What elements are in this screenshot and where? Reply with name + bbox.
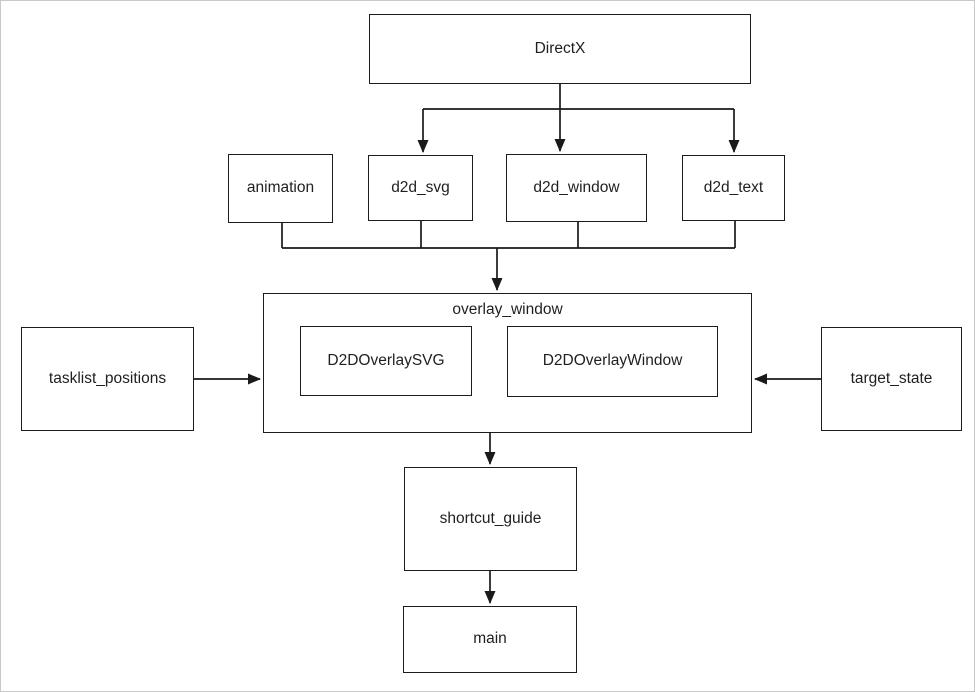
node-shortcut-guide-label: shortcut_guide [439,509,542,527]
node-d2d-overlay-window: D2DOverlayWindow [507,326,718,397]
node-d2d-text-label: d2d_text [703,178,764,196]
node-d2d-text: d2d_text [682,155,785,221]
node-d2d-svg-label: d2d_svg [391,178,450,196]
node-d2d-overlay-svg-label: D2DOverlaySVG [327,351,445,369]
node-animation: animation [228,154,333,223]
node-target-state: target_state [821,327,962,431]
node-d2d-window-label: d2d_window [533,178,620,196]
node-d2d-window: d2d_window [506,154,647,222]
node-overlay-window-label: overlay_window [452,301,563,318]
node-d2d-overlay-window-label: D2DOverlayWindow [542,352,683,370]
node-d2d-svg: d2d_svg [368,155,473,221]
node-main-label: main [473,630,507,648]
node-tasklist-positions-label: tasklist_positions [48,369,167,387]
node-shortcut-guide: shortcut_guide [404,467,577,571]
node-main: main [403,606,577,673]
node-target-state-label: target_state [850,369,933,387]
node-directx: DirectX [369,14,751,84]
node-directx-label: DirectX [534,39,586,57]
node-tasklist-positions: tasklist_positions [21,327,194,431]
node-d2d-overlay-svg: D2DOverlaySVG [300,326,472,396]
node-animation-label: animation [246,179,315,197]
